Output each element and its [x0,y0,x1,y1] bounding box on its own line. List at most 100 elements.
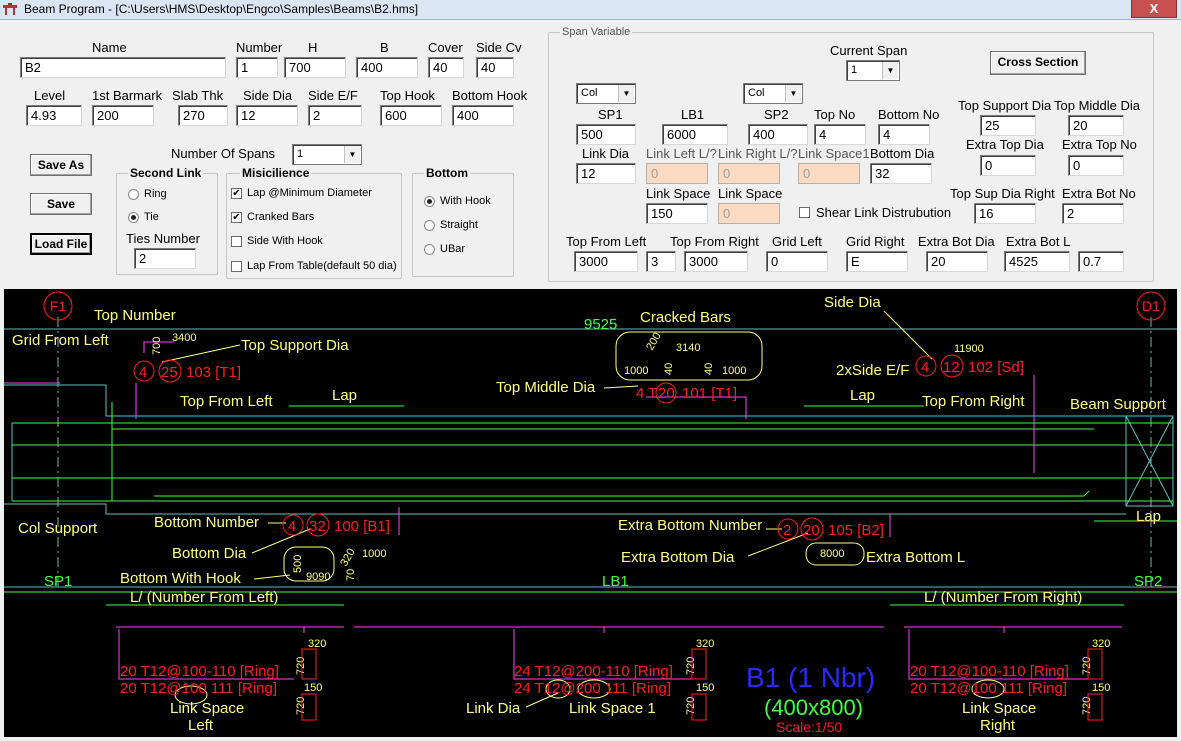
shear-link-checkbox[interactable] [799,207,810,218]
sp2-field[interactable]: 400 [748,124,808,145]
top-middle-dia-label: Top Middle Dia [1054,98,1140,113]
sp2-type-select[interactable]: Col ▼ [743,83,803,104]
link-space-1-text: Link Space 1 [569,700,656,717]
b-field[interactable]: 400 [356,57,418,78]
lap-min-dia-checkbox[interactable]: ✔ [231,188,242,199]
lap-from-table-label: Lap From Table(default 50 dia) [247,260,397,272]
l720-left-a: 720 [295,657,307,675]
first-barmark-field[interactable]: 200 [92,105,154,126]
grid-f1-circle [43,291,73,321]
grid-right-field[interactable]: E [846,251,908,272]
bot-bar-n-circle [282,514,304,536]
slab-thk-field[interactable]: 270 [178,105,228,126]
top-middle-dia-field[interactable]: 20 [1068,115,1124,136]
num-spans-select[interactable]: 1 ▼ [292,144,362,165]
ext-bar-n-circle [777,518,799,540]
side-dia-label: Side Dia [243,88,293,103]
sp2-text: SP2 [1134,573,1162,590]
extra-bot-l-label: Extra Bot L [1006,234,1071,249]
sp1-field[interactable]: 500 [576,124,636,145]
l720-mid-a: 720 [685,657,697,675]
top-from-left-field[interactable]: 3000 [574,251,638,272]
leader-lines [4,341,1122,680]
extra-top-dia-field[interactable]: 0 [980,155,1036,176]
link-dia-field[interactable]: 12 [576,163,636,184]
extra-top-no-field[interactable]: 0 [1068,155,1124,176]
cranked-bars-label: Cranked Bars [247,211,315,223]
bottom-no-field[interactable]: 4 [878,124,930,145]
straight-label: Straight [440,219,478,231]
bot-bar-mark-text: 100 [B1] [334,518,390,535]
lb1-field[interactable]: 6000 [662,124,728,145]
ties-number-field[interactable]: 2 [134,248,196,269]
l720-right-b: 720 [1081,697,1093,715]
extra-top-dia-label: Extra Top Dia [966,137,1044,152]
top-support-dia-field[interactable]: 25 [980,115,1036,136]
side-bar-n-circle [915,355,937,377]
extra-bot-l-field[interactable]: 4525 [1004,251,1070,272]
tie-radio[interactable] [128,212,139,223]
cross-section-button[interactable]: Cross Section [990,51,1086,75]
first-barmark-label: 1st Barmark [92,88,163,103]
beam-drawing-canvas[interactable]: F1 D1 [4,289,1177,737]
title-bar: Beam Program - [C:\Users\HMS\Desktop\Eng… [0,0,1181,20]
sp1-type-select[interactable]: Col ▼ [576,83,636,104]
side-cv-field[interactable]: 40 [476,57,514,78]
number-field[interactable]: 1 [236,57,278,78]
name-field[interactable]: B2 [20,57,226,78]
link-left-1-text: 20 T12@100-110 [Ring] [120,663,279,680]
straight-radio[interactable] [424,220,435,231]
ring-radio[interactable] [128,189,139,200]
ubar-radio[interactable] [424,244,435,255]
mid-bar-text: 4 T [636,385,657,402]
extra-bot-no-field[interactable]: 2 [1062,203,1124,224]
top-from-right-text: Top From Right [922,393,1025,410]
dimension-lines [4,405,1177,606]
bottom-hook-field[interactable]: 400 [452,105,514,126]
link-mid-2-text: 24 T12@200 111 [Ring] [514,680,671,697]
side-with-hook-checkbox[interactable] [231,236,242,247]
link-space-right-text-2: Right [980,717,1016,734]
rebar-lines [12,402,1173,502]
with-hook-radio[interactable] [424,196,435,207]
lap-text-3: Lap [1136,508,1161,525]
link-space-field[interactable]: 150 [646,203,708,224]
save-as-button[interactable]: Save As [30,154,92,176]
side-bar-d-circle [940,354,964,378]
top-from-left-extra-field[interactable]: 3 [646,251,676,272]
extra-top-no-label: Extra Top No [1062,137,1137,152]
top-sup-dia-right-field[interactable]: 16 [974,203,1036,224]
save-button[interactable]: Save [30,193,92,215]
lap-text-1: Lap [332,387,357,404]
link-right-2-text: 20 T12@100 111 [Ring] [910,680,1067,697]
cranked-bars-checkbox[interactable]: ✔ [231,212,242,223]
link-dia-label: Link Dia [582,146,629,161]
load-file-button[interactable]: Load File [30,233,92,255]
ext-bar-n-text: 2 [783,522,791,539]
bottom-dia-field[interactable]: 32 [870,163,932,184]
mid-bar-d-text: 20 [658,385,675,402]
top-hook-field[interactable]: 600 [380,105,442,126]
cover-field[interactable]: 40 [428,57,464,78]
grid-left-field[interactable]: 0 [766,251,828,272]
extra-bot-l-factor-field[interactable]: 0.7 [1078,251,1124,272]
grid-right-label: Grid Right [846,234,905,249]
side-dia-text: Side Dia [824,294,881,311]
extra-bottom-number-text: Extra Bottom Number [618,517,762,534]
link-shapes [301,648,1103,721]
top-no-field[interactable]: 4 [814,124,866,145]
h-field[interactable]: 700 [284,57,346,78]
bottom-hook-label: Bottom Hook [452,88,528,103]
top-from-right-field[interactable]: 3000 [684,251,748,272]
level-field[interactable]: 4.93 [26,105,82,126]
lap-from-table-checkbox[interactable] [231,261,242,272]
side-dia-field[interactable]: 12 [236,105,298,126]
crank-3140-text: 3140 [676,342,700,354]
current-span-select[interactable]: 1 ▼ [846,60,900,81]
extra-bot-dia-field[interactable]: 20 [926,251,988,272]
side-ef-field[interactable]: 2 [308,105,362,126]
close-button[interactable]: X [1131,0,1177,18]
name-label: Name [92,40,127,55]
level-label: Level [34,88,66,103]
l320-right: 320 [1092,638,1110,650]
